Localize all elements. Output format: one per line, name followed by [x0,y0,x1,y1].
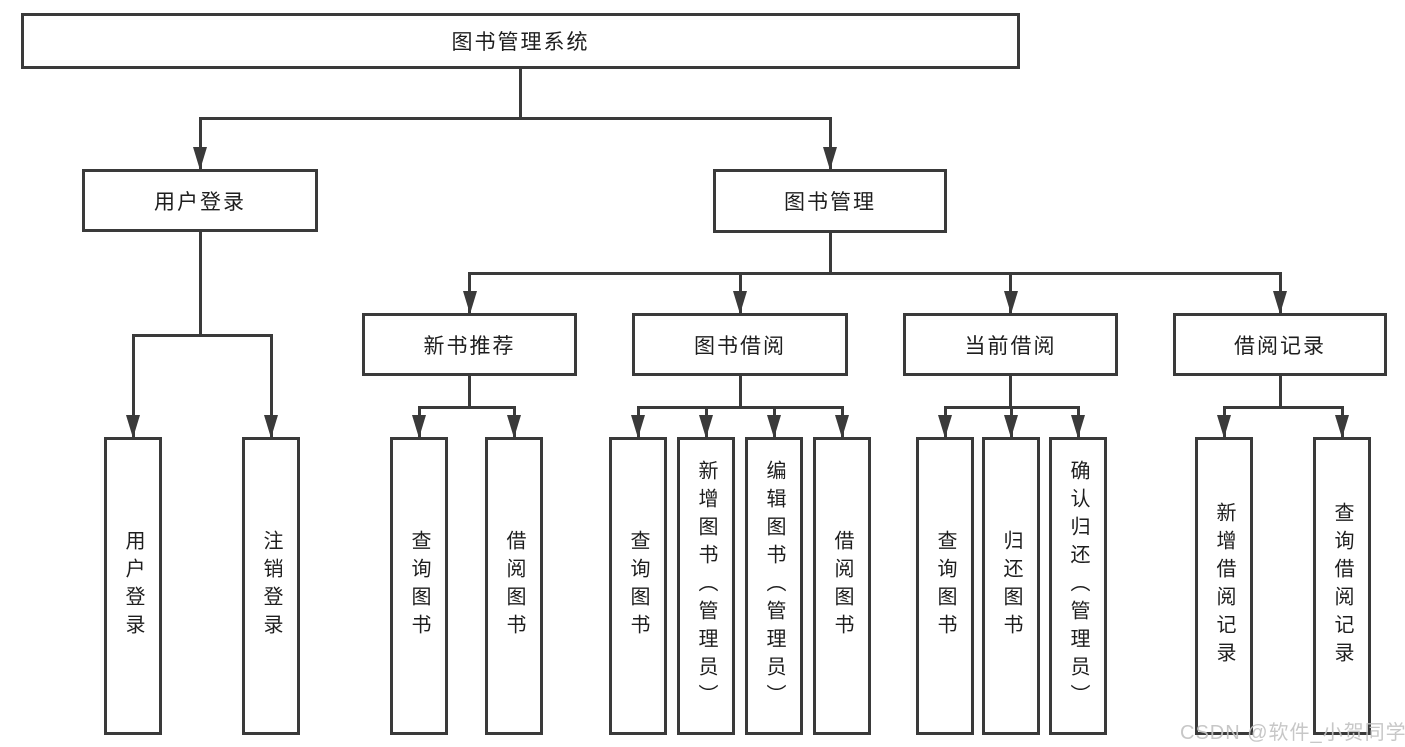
node-leaf-logout: 注销登录 [242,437,300,735]
arrow-down-icon [938,415,952,438]
node-label: 注销登录 [260,530,282,642]
node-leaf-query-book-2: 查询图书 [609,437,667,735]
arrow-down-icon [1071,415,1085,438]
node-label: 查询图书 [408,530,430,642]
node-leaf-borrow-book-2: 借阅图书 [813,437,871,735]
connector-stem-root [519,69,522,118]
node-label: 借阅图书 [503,530,525,642]
node-label: 编辑图书（管理员） [763,460,785,712]
node-leaf-return-book: 归还图书 [982,437,1040,735]
arrow-down-icon [462,291,477,314]
connector-split-book-borrow [636,405,844,409]
connector-split-user-login [131,333,273,337]
connector-stem-borrow-records [1278,376,1282,407]
node-leaf-query-record: 查询借阅记录 [1313,437,1371,735]
connector-branch-book-mgmt [828,118,832,169]
node-label: 当前借阅 [964,334,1057,358]
connector-stem-book-borrow [738,376,742,407]
node-leaf-query-book-3: 查询图书 [916,437,974,735]
node-label: 图书管理系统 [451,31,590,54]
node-label: 借阅图书 [831,530,853,642]
node-leaf-edit-book: 编辑图书（管理员） [745,437,803,735]
node-label: 确认归还（管理员） [1067,460,1089,712]
node-label: 查询借阅记录 [1331,502,1353,670]
arrow-down-icon [823,147,837,170]
node-leaf-query-book-1: 查询图书 [390,437,448,735]
node-label: 查询图书 [627,530,649,642]
node-label: 归还图书 [1000,530,1022,642]
node-label: 用户登录 [122,530,144,642]
connector-stem-user-login [198,232,202,335]
node-label: 新增借阅记录 [1213,502,1235,670]
node-label: 图书管理 [784,191,876,214]
node-leaf-confirm-return: 确认归还（管理员） [1049,437,1107,735]
connector-stem-new-book-rec [468,376,471,407]
arrow-down-icon [193,147,207,170]
connector-split-borrow-records [1222,405,1344,409]
connector-stem-current-borrow [1009,376,1012,407]
connector-split-new-book-rec [417,405,516,409]
arrow-down-icon [1273,291,1287,314]
node-label: 新增图书（管理员） [695,460,717,712]
arrow-down-icon [1335,415,1349,438]
arrow-down-icon [699,415,713,438]
connector-branch-leaf-logout [269,335,273,437]
node-new-book-rec: 新书推荐 [362,313,577,376]
node-label: 图书借阅 [694,334,786,358]
node-label: 借阅记录 [1234,334,1326,358]
arrow-down-icon [733,291,747,314]
arrow-down-icon [835,415,849,438]
node-leaf-login: 用户登录 [104,437,162,735]
node-borrow-records: 借阅记录 [1173,313,1387,376]
node-leaf-add-record: 新增借阅记录 [1195,437,1253,735]
node-user-login: 用户登录 [82,169,318,232]
node-root: 图书管理系统 [21,13,1020,69]
node-label: 查询图书 [934,530,956,642]
arrow-down-icon [767,415,781,438]
csdn-watermark: CSDN @软件_小贺同学 [1180,722,1405,744]
node-leaf-add-book: 新增图书（管理员） [677,437,735,735]
arrow-down-icon [126,415,140,438]
node-label: 用户登录 [154,190,246,214]
node-book-borrow: 图书借阅 [632,313,848,376]
connector-stem-book-mgmt [828,233,832,273]
connector-branch-leaf-login [131,335,135,437]
arrow-down-icon [507,415,521,438]
connector-branch-user-login [198,118,202,169]
arrow-down-icon [631,415,645,438]
connector-split-book-mgmt [468,271,1282,275]
node-label: 新书推荐 [423,334,516,358]
arrow-down-icon [1003,291,1018,314]
node-current-borrow: 当前借阅 [903,313,1118,376]
arrow-down-icon [1217,415,1231,438]
arrow-down-icon [412,415,426,438]
connector-split-root [198,116,832,120]
node-book-mgmt: 图书管理 [713,169,947,233]
node-leaf-borrow-book-1: 借阅图书 [485,437,543,735]
arrow-down-icon [264,415,278,438]
arrow-down-icon [1004,415,1018,438]
